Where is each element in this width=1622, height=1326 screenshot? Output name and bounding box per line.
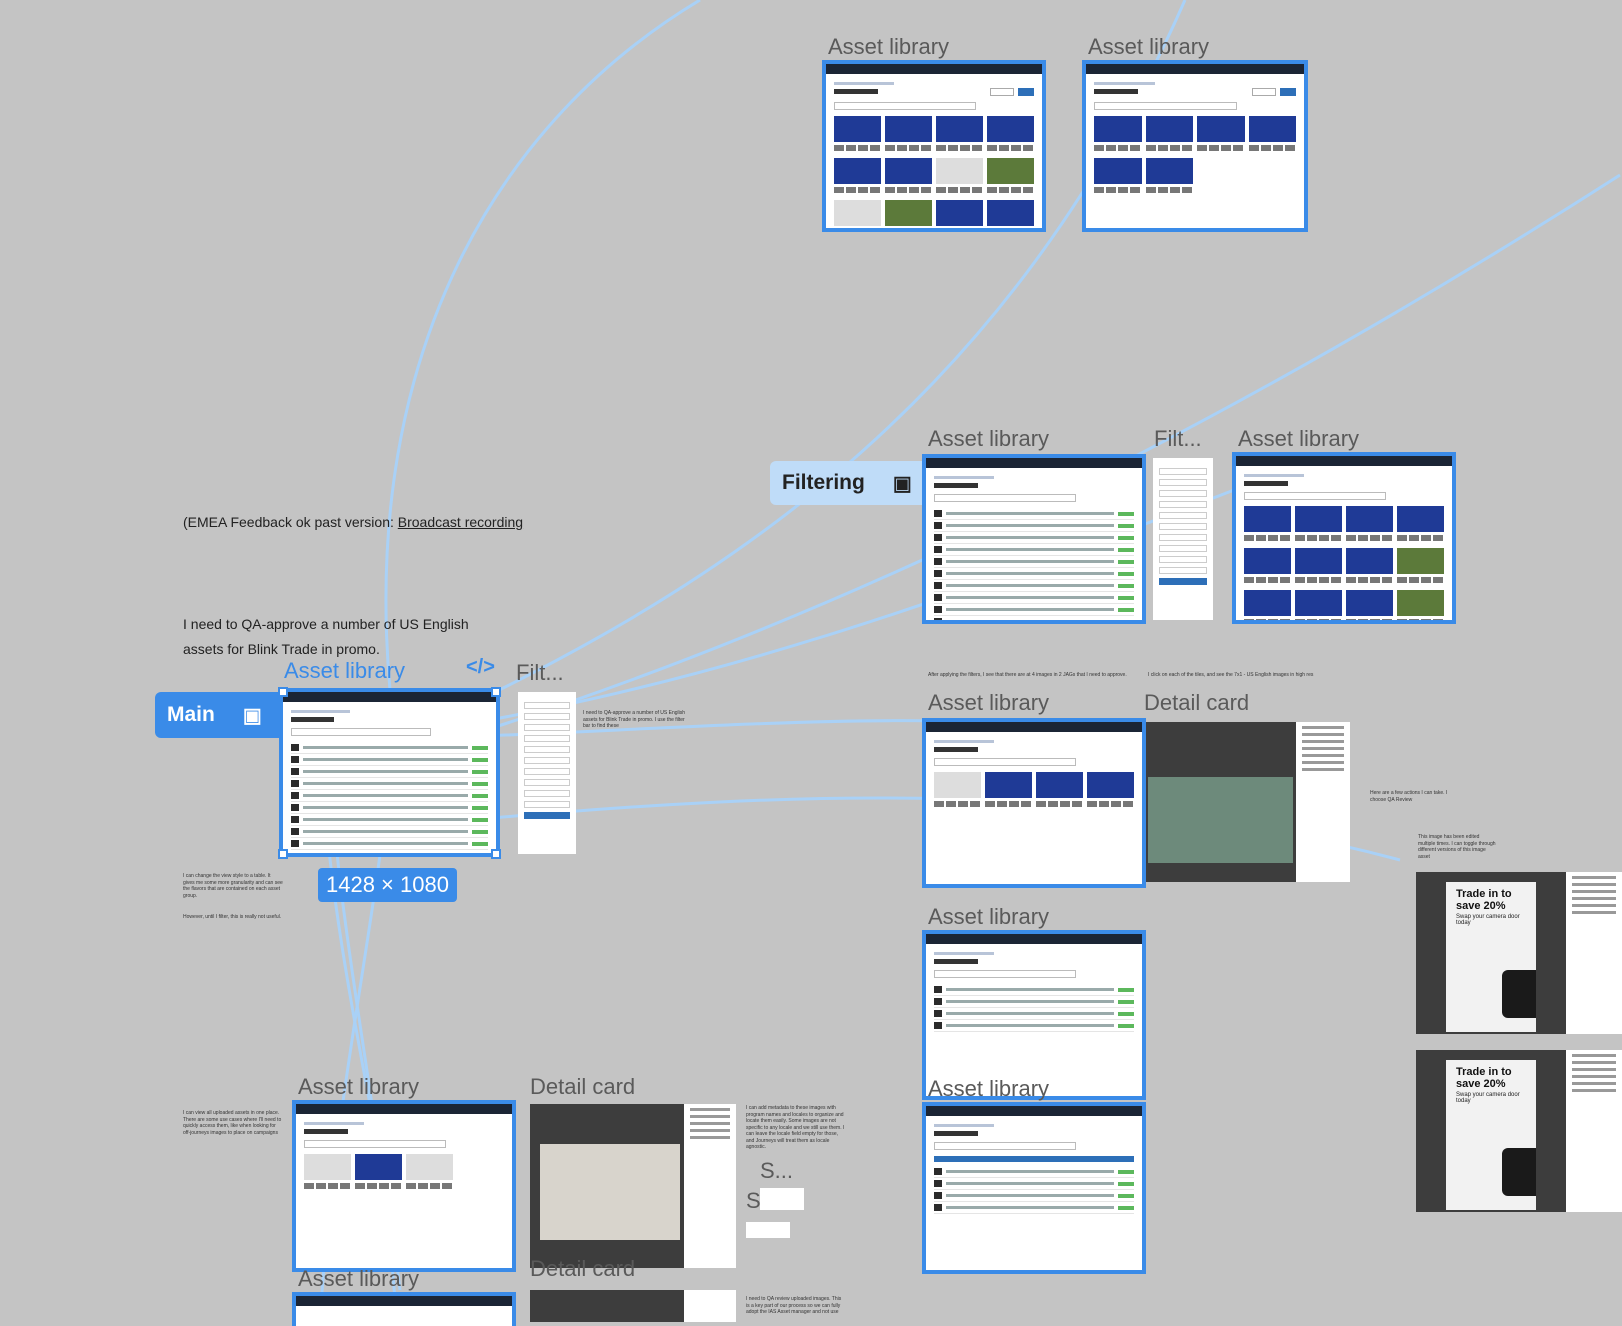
frame-label[interactable]: S: [746, 1188, 761, 1213]
frame-label[interactable]: Asset library: [298, 1266, 420, 1291]
qa-approve-note: I need to QA-approve a number of US Engl…: [183, 616, 469, 657]
play-frame-icon: ▣: [892, 472, 912, 495]
frame-label[interactable]: S...: [760, 1158, 794, 1183]
filter-panel-frame[interactable]: [1153, 458, 1213, 620]
frame-label[interactable]: Asset library: [928, 904, 1050, 929]
resize-handle[interactable]: [278, 849, 288, 859]
frame-label[interactable]: Filt...: [516, 660, 564, 685]
asset-library-table-frame[interactable]: [922, 454, 1146, 624]
frame-label[interactable]: Asset library: [928, 426, 1050, 451]
flow-filtering[interactable]: Filtering ▣: [770, 461, 934, 505]
small-frame[interactable]: [746, 1222, 790, 1238]
asset-library-frame[interactable]: [922, 718, 1146, 888]
frame-label[interactable]: Asset library: [928, 1076, 1050, 1101]
annotation-note: I need to QA-approve a number of US Engl…: [583, 710, 686, 729]
frame-label-selected[interactable]: Asset library: [284, 658, 406, 683]
flow-label: Filtering: [782, 471, 865, 494]
annotation-note: However, until I filter, this is really …: [183, 914, 282, 920]
emea-note: (EMEA Feedback ok past version: Broadcas…: [183, 514, 523, 530]
frame-label[interactable]: Asset library: [928, 690, 1050, 715]
resize-handle[interactable]: [491, 849, 501, 859]
frame-label[interactable]: Detail card: [530, 1074, 636, 1099]
promo-headline: Trade in to save 20%: [1456, 1066, 1512, 1091]
frame-label[interactable]: Detail card: [530, 1256, 636, 1281]
asset-library-frame[interactable]: [292, 1100, 516, 1272]
asset-library-table-frame[interactable]: [922, 930, 1146, 1100]
resize-handle[interactable]: [278, 687, 288, 697]
image-detail-frame[interactable]: Trade in to save 20% Swap your camera do…: [1416, 872, 1622, 1034]
annotation-note: I can add metadata to these images with …: [746, 1105, 845, 1150]
frame-label[interactable]: Filt...: [1154, 426, 1202, 451]
resize-handle[interactable]: [491, 687, 501, 697]
promo-sub: Swap your camera door today: [1456, 1092, 1520, 1105]
annotation-note: Here are a few actions I can take. I cho…: [1370, 790, 1448, 803]
filter-panel-frame[interactable]: [518, 692, 576, 854]
broadcast-recording-link[interactable]: Broadcast recording: [397, 514, 524, 530]
promo-headline: Trade in to save 20%: [1456, 888, 1512, 913]
play-frame-icon: ▣: [242, 704, 262, 727]
promo-sub: Swap your camera door today: [1456, 914, 1520, 927]
code-icon[interactable]: </>: [466, 656, 495, 678]
frame-label[interactable]: Asset library: [828, 34, 950, 59]
dimension-badge: 1428 × 1080: [318, 868, 457, 902]
flow-main[interactable]: Main ▣: [155, 692, 297, 738]
promo-image: Trade in to save 20% Swap your camera do…: [1446, 1060, 1536, 1210]
detail-side-panel: [1296, 722, 1350, 882]
detail-side-panel: [1566, 872, 1622, 1034]
asset-library-frame[interactable]: [822, 60, 1046, 232]
flow-label: Main: [167, 703, 215, 726]
detail-side-panel: [684, 1104, 736, 1268]
annotation-note: This image has been edited multiple time…: [1418, 834, 1496, 860]
asset-library-frame[interactable]: [1232, 452, 1456, 624]
main-asset-library-frame[interactable]: [279, 688, 500, 857]
detail-card-frame[interactable]: [530, 1290, 736, 1322]
detail-card-frame[interactable]: [530, 1104, 736, 1268]
promo-image: Trade in to save 20% Swap your camera do…: [1446, 882, 1536, 1032]
frame-label[interactable]: Asset library: [1088, 34, 1210, 59]
detail-side-panel: [1566, 1050, 1622, 1212]
frame-label[interactable]: Detail card: [1144, 690, 1250, 715]
asset-library-frame[interactable]: [1082, 60, 1308, 232]
emea-prefix: (EMEA Feedback ok past version:: [183, 514, 398, 530]
annotation-note: I need to QA review uploaded images. Thi…: [746, 1296, 842, 1315]
image-detail-frame[interactable]: Trade in to save 20% Swap your camera do…: [1416, 1050, 1622, 1212]
asset-library-table-frame[interactable]: [922, 1102, 1146, 1274]
annotation-note: I click on each of the tiles, and see th…: [1148, 672, 1314, 678]
annotation-note: After applying the filters, I see that t…: [928, 672, 1127, 678]
asset-library-frame[interactable]: [292, 1292, 516, 1326]
annotation-note: I can view all uploaded assets in one pl…: [183, 1110, 282, 1136]
annotation-note: I can change the view style to a table. …: [183, 873, 283, 899]
small-frame[interactable]: [760, 1188, 804, 1210]
frame-label[interactable]: Asset library: [1238, 426, 1360, 451]
frame-label[interactable]: Asset library: [298, 1074, 420, 1099]
